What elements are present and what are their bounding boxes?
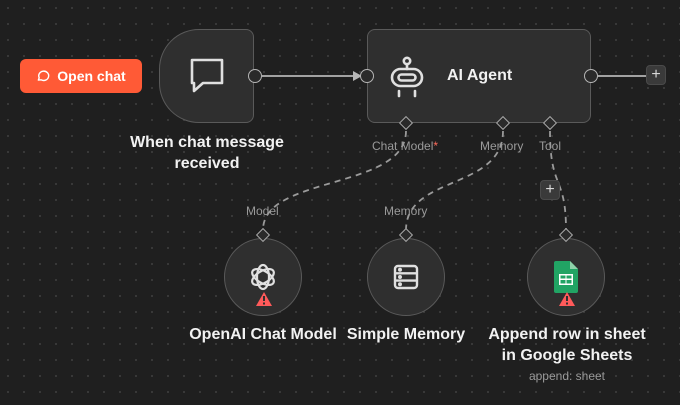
openai-icon: [251, 263, 275, 291]
trigger-title: When chat message received: [130, 134, 284, 172]
plus-icon: +: [651, 66, 661, 83]
required-mark: *: [433, 139, 439, 153]
chat-bubble-icon: [37, 70, 50, 82]
memory-port-label: Memory: [480, 139, 524, 153]
plus-icon: +: [545, 181, 555, 198]
sheets-node-title: Append row in sheet in Google Sheets: [488, 326, 646, 364]
agent-add-next-node-button[interactable]: +: [646, 65, 666, 85]
tool-port-label: Tool: [539, 139, 562, 153]
open-chat-label: Open chat: [57, 68, 126, 84]
memory-node-port-label: Memory: [384, 204, 428, 218]
robot-icon: [390, 56, 424, 98]
ai-agent-node[interactable]: AI Agent: [367, 29, 591, 123]
warning-icon: [256, 292, 272, 306]
agent-output-handle[interactable]: [584, 69, 598, 83]
add-tool-button[interactable]: +: [540, 180, 560, 200]
openai-port-label: Model: [246, 204, 279, 218]
trigger-node[interactable]: [159, 29, 254, 123]
sheets-node-subtitle: append: sheet: [528, 369, 606, 383]
google-sheets-icon: [554, 261, 578, 293]
ai-agent-title: AI Agent: [447, 67, 513, 84]
trigger-output-handle[interactable]: [248, 69, 262, 83]
chat-model-port-label: Chat Model*: [372, 139, 439, 153]
google-sheets-node[interactable]: [527, 238, 605, 316]
simple-memory-node[interactable]: [367, 238, 445, 316]
open-chat-button[interactable]: Open chat: [20, 59, 142, 93]
openai-node-title: OpenAI Chat Model: [189, 326, 337, 343]
openai-chat-model-node[interactable]: [224, 238, 302, 316]
database-icon: [393, 264, 419, 290]
warning-icon: [559, 292, 575, 306]
memory-node-title: Simple Memory: [346, 326, 466, 343]
agent-input-handle[interactable]: [360, 69, 374, 83]
chat-message-icon: [190, 58, 223, 93]
